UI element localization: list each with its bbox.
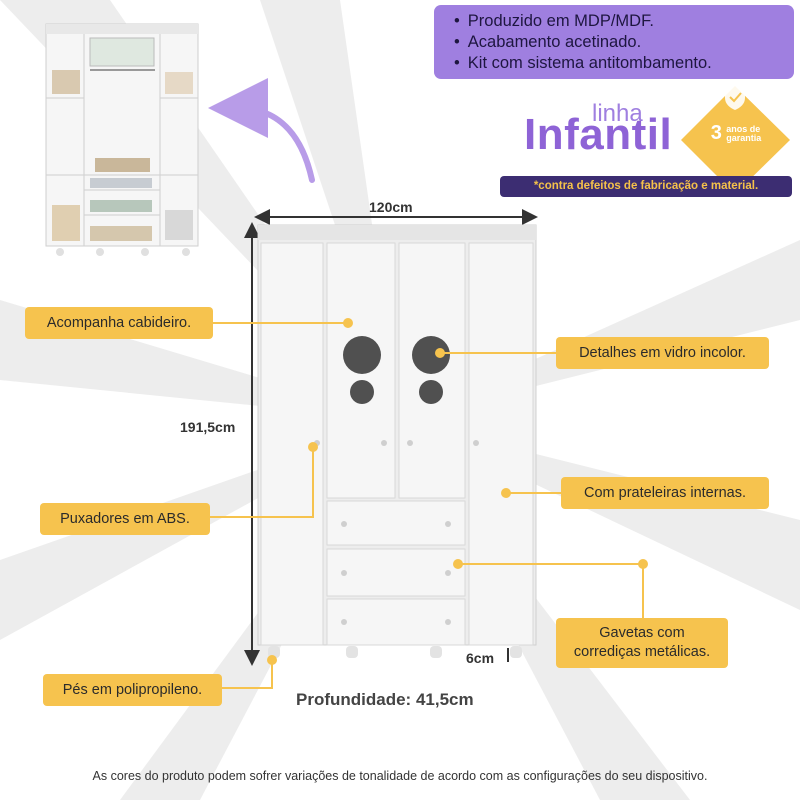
features-panel: Produzido em MDP/MDF. Acabamento acetina… xyxy=(434,5,794,79)
color-disclaimer: As cores do produto podem sofrer variaçõ… xyxy=(92,769,708,783)
callout-feet: Pés em polipropileno. xyxy=(43,674,222,706)
guarantee-line1: anos de xyxy=(726,123,761,134)
brand-name: Infantil xyxy=(524,110,673,159)
height-dimension: 191,5cm xyxy=(180,419,236,435)
feature-item: Acabamento acetinado. xyxy=(454,32,794,53)
brand-line-label: linha xyxy=(592,100,643,127)
width-dimension: 120cm xyxy=(369,199,413,215)
wardrobe-illustration xyxy=(257,224,537,658)
glass-detail-small-left xyxy=(350,380,374,404)
glass-detail-large-right xyxy=(412,336,450,374)
open-wardrobe-thumbnail xyxy=(45,23,199,256)
feature-item: Kit com sistema antitombamento. xyxy=(454,53,794,74)
curved-arrow-icon xyxy=(208,78,315,183)
callout-shelves: Com prateleiras internas. xyxy=(561,477,769,509)
callout-handles: Puxadores em ABS. xyxy=(40,503,210,535)
feet-height-dimension: 6cm xyxy=(466,650,495,666)
callout-drawers-line2: corrediças metálicas. xyxy=(573,644,711,660)
depth-dimension: Profundidade: 41,5cm xyxy=(296,690,474,709)
glass-detail-small-right xyxy=(419,380,443,404)
callout-hanger: Acompanha cabideiro. xyxy=(25,307,213,339)
callout-drawers-line1: Gavetas com xyxy=(599,625,685,641)
callout-dots xyxy=(267,318,648,665)
guarantee-badge-icon xyxy=(681,84,790,194)
guarantee-note: *contra defeitos de fabricação e materia… xyxy=(500,176,792,197)
guarantee-line2: garantia xyxy=(726,132,762,143)
callout-drawers: Gavetas com corrediças metálicas. xyxy=(556,618,728,668)
guarantee-years: 3 xyxy=(710,122,722,144)
callout-glass: Detalhes em vidro incolor. xyxy=(556,337,769,369)
glass-detail-large-left xyxy=(343,336,381,374)
feature-item: Produzido em MDP/MDF. xyxy=(454,11,794,32)
